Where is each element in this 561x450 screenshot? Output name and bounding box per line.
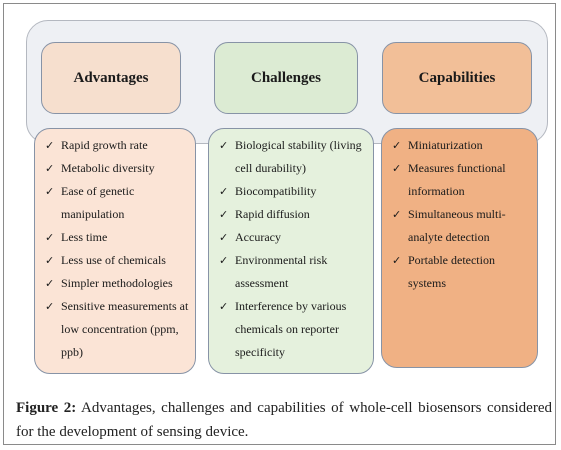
- list-item: ✓Rapid diffusion: [219, 203, 367, 226]
- list-item: ✓Biological stability (living cell durab…: [219, 134, 367, 180]
- list-item: ✓Miniaturization: [392, 134, 531, 157]
- figure-label: Figure 2:: [16, 400, 77, 416]
- check-icon: ✓: [45, 185, 55, 198]
- check-icon: ✓: [45, 300, 55, 313]
- check-icon: ✓: [219, 231, 229, 244]
- check-icon: ✓: [219, 254, 229, 267]
- list-item: ✓Accuracy: [219, 226, 367, 249]
- check-icon: ✓: [219, 300, 229, 313]
- check-icon: ✓: [45, 139, 55, 152]
- advantages-header: Advantages: [41, 42, 181, 114]
- check-icon: ✓: [219, 185, 229, 198]
- check-icon: ✓: [219, 139, 229, 152]
- list-item: ✓Less use of chemicals: [45, 249, 189, 272]
- check-icon: ✓: [45, 277, 55, 290]
- list-item: ✓Sensitive measurements at low concentra…: [45, 295, 189, 364]
- check-icon: ✓: [392, 254, 402, 267]
- capabilities-list: ✓Miniaturization ✓Measures functional in…: [392, 134, 531, 295]
- check-icon: ✓: [392, 162, 402, 175]
- check-icon: ✓: [45, 162, 55, 175]
- figure-caption: Figure 2: Advantages, challenges and cap…: [16, 396, 552, 444]
- advantages-list: ✓Rapid growth rate ✓Metabolic diversity …: [45, 134, 189, 364]
- capabilities-header: Capabilities: [382, 42, 532, 114]
- list-item: ✓Simpler methodologies: [45, 272, 189, 295]
- advantages-panel: ✓Rapid growth rate ✓Metabolic diversity …: [34, 128, 196, 374]
- capabilities-panel: ✓Miniaturization ✓Measures functional in…: [381, 128, 538, 368]
- challenges-list: ✓Biological stability (living cell durab…: [219, 134, 367, 364]
- check-icon: ✓: [45, 254, 55, 267]
- list-item: ✓Less time: [45, 226, 189, 249]
- check-icon: ✓: [219, 208, 229, 221]
- list-item: ✓Measures functional information: [392, 157, 531, 203]
- list-item: ✓Ease of genetic manipulation: [45, 180, 189, 226]
- list-item: ✓Simultaneous multi-analyte detection: [392, 203, 531, 249]
- figure-frame: ✓Rapid growth rate ✓Metabolic diversity …: [3, 3, 556, 445]
- check-icon: ✓: [392, 208, 402, 221]
- list-item: ✓Environmental risk assessment: [219, 249, 367, 295]
- caption-text: Advantages, challenges and capabilities …: [16, 400, 552, 440]
- list-item: ✓Metabolic diversity: [45, 157, 189, 180]
- challenges-panel: ✓Biological stability (living cell durab…: [208, 128, 374, 374]
- list-item: ✓Portable detection systems: [392, 249, 531, 295]
- list-item: ✓Rapid growth rate: [45, 134, 189, 157]
- check-icon: ✓: [45, 231, 55, 244]
- challenges-header: Challenges: [214, 42, 358, 114]
- list-item: ✓Interference by various chemicals on re…: [219, 295, 367, 364]
- list-item: ✓Biocompatibility: [219, 180, 367, 203]
- check-icon: ✓: [392, 139, 402, 152]
